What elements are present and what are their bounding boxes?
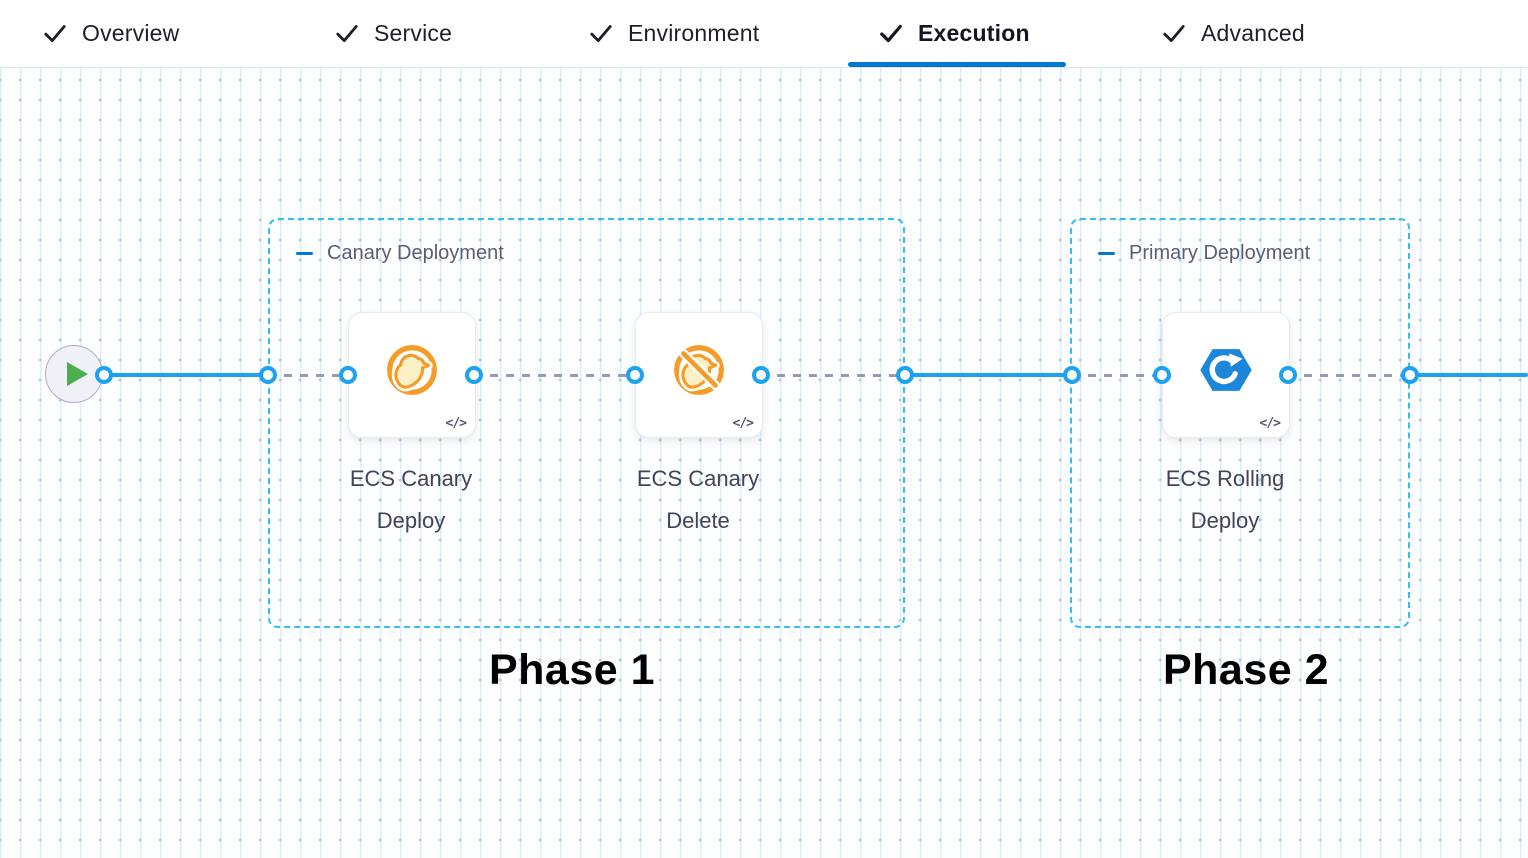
- pipeline-link-dashed: [268, 373, 348, 377]
- step-label: ECS Rolling Deploy: [1165, 466, 1285, 533]
- pipeline-start-node[interactable]: [45, 345, 103, 403]
- connector-node[interactable]: [751, 366, 770, 384]
- connector-node[interactable]: [258, 366, 277, 384]
- check-icon: [336, 25, 358, 42]
- tab-label: Service: [374, 19, 453, 46]
- pipeline-link-dashed: [1072, 373, 1162, 377]
- pipeline-link-dashed: [1288, 373, 1410, 377]
- group-title: Primary Deployment: [1129, 242, 1311, 264]
- check-icon: [880, 24, 902, 43]
- stage-tab-bar: Overview Service Environment Execution A…: [0, 0, 1528, 68]
- tab-label: Execution: [918, 19, 1030, 46]
- connector-node[interactable]: [94, 366, 113, 384]
- ecs-canary-deploy-icon: [387, 345, 437, 395]
- pipeline-link-dashed: [761, 373, 905, 377]
- group-collapse-toggle[interactable]: Canary Deployment: [296, 242, 504, 265]
- tab-environment[interactable]: Environment: [588, 0, 759, 66]
- tab-overview[interactable]: Overview: [42, 0, 179, 66]
- tab-service[interactable]: Service: [334, 0, 452, 66]
- connector-node[interactable]: [625, 366, 644, 384]
- ecs-canary-delete-icon: [674, 345, 724, 395]
- play-icon: [66, 362, 88, 386]
- code-icon: </>: [1259, 416, 1282, 431]
- connector-node[interactable]: [1152, 366, 1171, 384]
- group-title: Canary Deployment: [327, 242, 504, 264]
- group-collapse-toggle[interactable]: Primary Deployment: [1098, 242, 1310, 265]
- tab-label: Environment: [628, 19, 760, 46]
- connector-node[interactable]: [895, 366, 914, 384]
- tab-execution[interactable]: Execution: [848, 0, 1066, 67]
- phase-1-label: Phase 1: [488, 646, 656, 694]
- pipeline-link: [104, 373, 268, 377]
- step-card-ecs-canary-delete[interactable]: </>: [635, 312, 763, 438]
- connector-node[interactable]: [338, 366, 357, 384]
- check-icon: [44, 25, 66, 42]
- connector-node[interactable]: [1278, 366, 1297, 384]
- connector-node[interactable]: [1400, 366, 1419, 384]
- pipeline-link: [1410, 373, 1528, 377]
- pipeline-link: [905, 373, 1072, 377]
- connector-node[interactable]: [1062, 366, 1081, 384]
- pipeline-link-dashed: [474, 373, 635, 377]
- connector-node[interactable]: [464, 366, 483, 384]
- check-icon: [1163, 25, 1185, 42]
- stage-group-canary-deployment[interactable]: Canary Deployment: [268, 218, 905, 628]
- tab-label: Advanced: [1201, 19, 1305, 46]
- tab-label: Overview: [82, 19, 180, 46]
- collapse-minus-icon: [296, 251, 313, 256]
- collapse-minus-icon: [1098, 251, 1115, 256]
- pipeline-canvas[interactable]: Canary Deployment Primary Deployment </>: [0, 68, 1528, 858]
- step-card-ecs-rolling-deploy[interactable]: </>: [1162, 312, 1290, 438]
- ecs-rolling-deploy-icon: [1200, 349, 1252, 391]
- step-label: ECS Canary Delete: [636, 466, 760, 533]
- stage-group-primary-deployment[interactable]: Primary Deployment: [1070, 218, 1410, 628]
- step-label: ECS Canary Deploy: [349, 466, 473, 533]
- tab-advanced[interactable]: Advanced: [1161, 0, 1305, 66]
- phase-2-label: Phase 2: [1162, 646, 1330, 694]
- step-card-ecs-canary-deploy[interactable]: </>: [348, 312, 476, 438]
- check-icon: [590, 25, 612, 42]
- code-icon: </>: [445, 416, 468, 431]
- code-icon: </>: [732, 416, 755, 431]
